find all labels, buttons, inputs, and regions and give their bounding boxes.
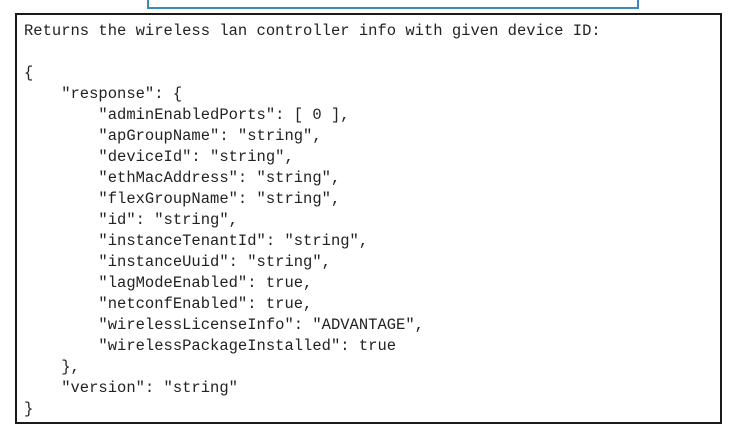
json-field-wireless-license-info: "wirelessLicenseInfo": "ADVANTAGE", [24, 316, 424, 334]
json-response-key: "response": { [24, 85, 183, 103]
json-field-admin-enabled-ports: "adminEnabledPorts": [ 0 ], [24, 106, 350, 124]
json-field-ap-group-name: "apGroupName": "string", [24, 127, 322, 145]
json-open-brace: { [24, 64, 34, 82]
json-field-flex-group-name: "flexGroupName": "string", [24, 190, 341, 208]
json-field-instance-tenant-id: "instanceTenantId": "string", [24, 232, 369, 250]
json-close-brace: } [24, 400, 34, 418]
description-line: Returns the wireless lan controller info… [24, 22, 601, 40]
json-field-device-id: "deviceId": "string", [24, 148, 294, 166]
json-field-eth-mac-address: "ethMacAddress": "string", [24, 169, 341, 187]
json-field-lag-mode-enabled: "lagModeEnabled": true, [24, 274, 313, 292]
code-panel: Returns the wireless lan controller info… [15, 13, 722, 424]
json-response-close: }, [24, 358, 80, 376]
blank-line [24, 42, 720, 63]
header-frame-edge [147, 0, 639, 9]
json-field-instance-uuid: "instanceUuid": "string", [24, 253, 331, 271]
json-field-version: "version": "string" [24, 379, 238, 397]
json-field-wireless-package-installed: "wirelessPackageInstalled": true [24, 337, 397, 355]
json-field-id: "id": "string", [24, 211, 238, 229]
json-field-netconf-enabled: "netconfEnabled": true, [24, 295, 313, 313]
